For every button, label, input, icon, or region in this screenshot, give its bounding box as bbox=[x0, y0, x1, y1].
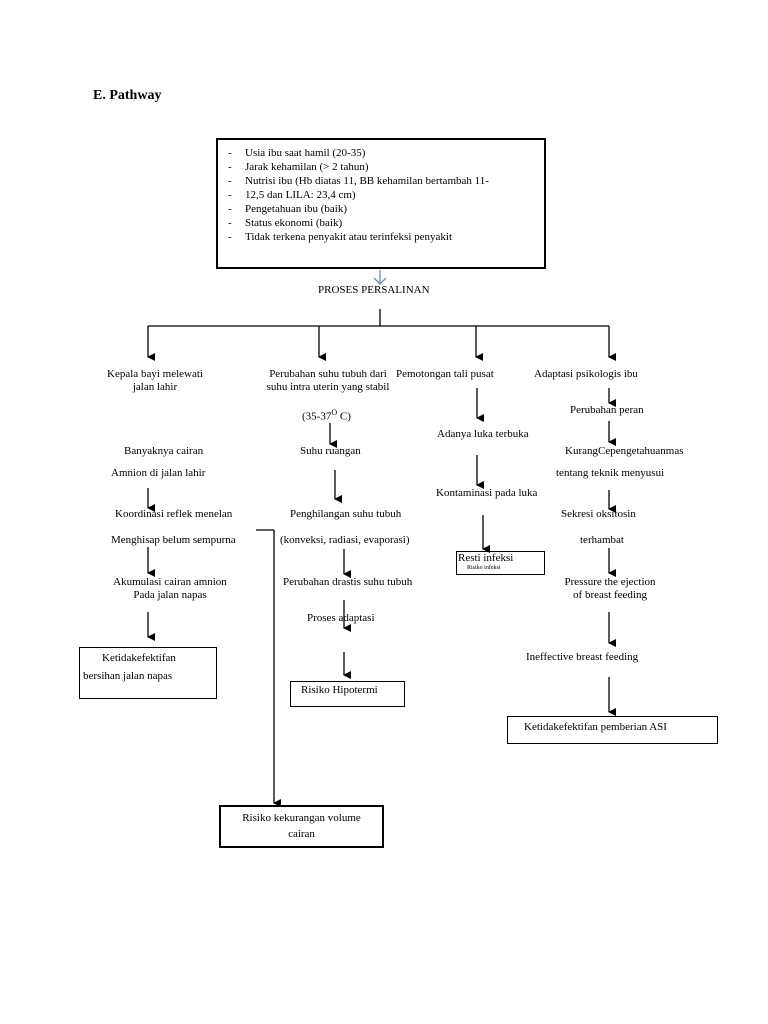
col2-temperature-range: (35-37O C) bbox=[302, 406, 351, 424]
diagnosis-hypothermia-box: Risiko Hipotermi bbox=[290, 681, 405, 707]
diagnosis-fluid-volume-line2: cairan bbox=[288, 828, 315, 840]
col1-step-4-line2: Pada jalan napas bbox=[133, 589, 207, 601]
condition-item: Tidak terkena penyakit atau terinfeksi p… bbox=[228, 230, 536, 244]
col2-step-3: Perubahan drastis suhu tubuh bbox=[283, 576, 413, 588]
col4-step-2b: tentang teknik menyusui bbox=[556, 467, 665, 479]
arrow-to-root-head bbox=[373, 277, 387, 285]
col4-step-4-line2: of breast feeding bbox=[573, 589, 647, 601]
condition-item-continuation: 12,5 dan LILA: 23,4 cm) bbox=[228, 188, 536, 202]
col4-step-2a: KurangCepengetahuanmas bbox=[565, 445, 684, 457]
diagnosis-fluid-volume-line1: Risiko kekurangan volume bbox=[242, 812, 361, 824]
col4-step-4-line1: Pressure the ejection bbox=[564, 576, 656, 588]
col2-title-line1: Perubahan suhu tubuh dari bbox=[269, 368, 387, 380]
condition-item: Status ekonomi (baik) bbox=[228, 216, 536, 230]
condition-item: Usia ibu saat hamil (20-35) bbox=[228, 146, 536, 160]
diagnosis-hypothermia-label: Risiko Hipotermi bbox=[301, 684, 378, 696]
conditions-box: Usia ibu saat hamil (20-35) Jarak kehami… bbox=[216, 138, 546, 269]
col2-title: Perubahan suhu tubuh dari suhu intra ute… bbox=[240, 368, 416, 394]
col1-step-2: Koordinasi reflek menelan bbox=[115, 508, 233, 520]
root-node: PROSES PERSALINAN bbox=[318, 284, 430, 296]
col1-step-4-line1: Akumulasi cairan amnion bbox=[113, 576, 227, 588]
diagnosis-breastfeeding-box: Ketidakefektifan pemberian ASI bbox=[507, 716, 718, 744]
col2-step-2b: (konveksi, radiasi, evaporasi) bbox=[280, 534, 410, 546]
col2-title-line2: suhu intra uterin yang stabil bbox=[266, 381, 390, 393]
col1-title-line2: jalan lahir bbox=[132, 381, 178, 393]
col4-step-5: Ineffective breast feeding bbox=[526, 651, 639, 663]
diagnosis-infection-box: Resti infeksi Risiko infeksi bbox=[456, 551, 545, 575]
col2-range-start: (35-37 bbox=[302, 410, 332, 423]
col1-step-1a: Banyaknya cairan bbox=[124, 445, 204, 457]
diagnosis-airway-box: Ketidakefektifan bersihan jalan napas bbox=[79, 647, 217, 699]
col2-range-end: C) bbox=[337, 410, 351, 423]
col4-step-1: Perubahan peran bbox=[570, 404, 644, 416]
col3-step-1: Adanya luka terbuka bbox=[437, 428, 529, 440]
col2-step-4: Proses adaptasi bbox=[307, 612, 375, 624]
conditions-list: Usia ibu saat hamil (20-35) Jarak kehami… bbox=[228, 146, 536, 244]
col4-step-3b: terhambat bbox=[580, 534, 624, 546]
col4-step-3a: Sekresi oksitosin bbox=[561, 508, 636, 520]
col3-title: Pemotongan tali pusat bbox=[396, 368, 494, 380]
col2-step-2a: Penghilangan suhu tubuh bbox=[290, 508, 402, 520]
diagnosis-airway-line2: bersihan jalan napas bbox=[83, 670, 173, 682]
diagnosis-fluid-volume-box: Risiko kekurangan volume cairan bbox=[219, 805, 384, 848]
col1-title: Kepala bayi melewati jalan lahir bbox=[100, 368, 210, 394]
col2-range-degree: O bbox=[331, 408, 338, 417]
condition-item: Jarak kehamilan (> 2 tahun) bbox=[228, 160, 536, 174]
condition-item: Pengetahuan ibu (baik) bbox=[228, 202, 536, 216]
diagnosis-infection-small-label: Risiko infeksi bbox=[467, 565, 501, 571]
page-heading: E. Pathway bbox=[93, 88, 162, 103]
col3-step-2: Kontaminasi pada luka bbox=[436, 487, 538, 499]
diagnosis-fluid-volume-text: Risiko kekurangan volume cairan bbox=[221, 812, 382, 841]
diagnosis-airway-line1: Ketidakefektifan bbox=[102, 652, 176, 664]
col1-title-line1: Kepala bayi melewati bbox=[107, 368, 203, 380]
diagnosis-infection-label: Resti infeksi bbox=[458, 552, 514, 564]
col1-step-3: Menghisap belum sempurna bbox=[111, 534, 236, 546]
col2-step-1: Suhu ruangan bbox=[300, 445, 361, 457]
col4-step-4: Pressure the ejection of breast feeding bbox=[540, 576, 680, 602]
diagnosis-breastfeeding-label: Ketidakefektifan pemberian ASI bbox=[524, 721, 667, 733]
col4-title: Adaptasi psikologis ibu bbox=[534, 368, 638, 380]
col1-step-1b: Amnion di jalan lahir bbox=[111, 467, 206, 479]
condition-item: Nutrisi ibu (Hb diatas 11, BB kehamilan … bbox=[228, 174, 536, 188]
col1-step-4: Akumulasi cairan amnion Pada jalan napas bbox=[100, 576, 240, 602]
